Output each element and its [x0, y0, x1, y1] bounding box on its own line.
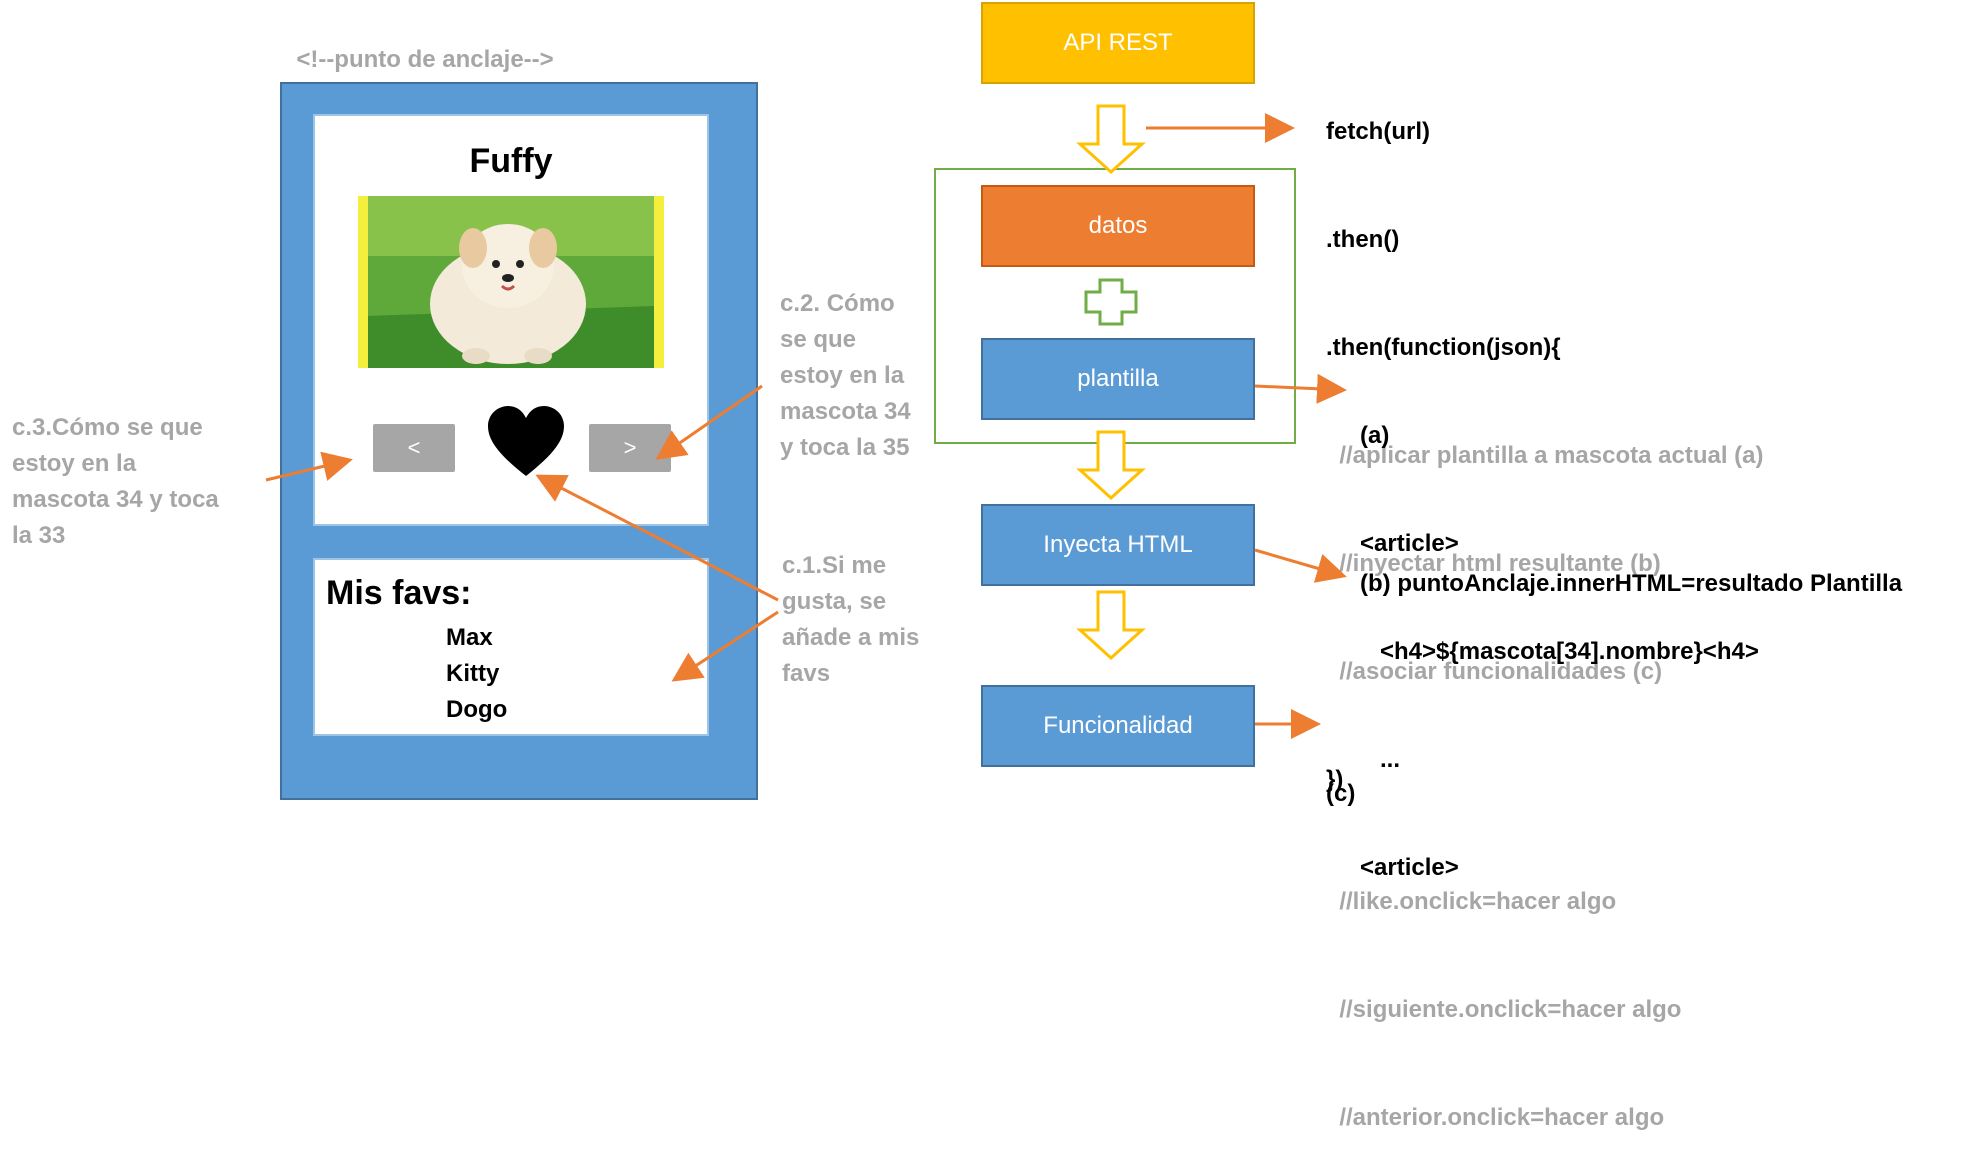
note-line: favs	[782, 660, 831, 687]
inject-code: (b) puntoAnclaje.innerHTML=resultado Pla…	[1360, 570, 1903, 597]
plus-icon	[1084, 278, 1138, 326]
note-c2: c.2. Cómo se que estoy en la mascota 34 …	[780, 286, 911, 466]
fetch-code: fetch(url) .then() .then(function(json){…	[1326, 42, 1764, 834]
note-line: c.1.Si me	[782, 552, 887, 579]
plantilla-box: plantilla	[981, 338, 1255, 420]
heart-icon[interactable]	[488, 406, 564, 478]
code-line: <h4>${mascota[34].nombre}<h4>	[1360, 638, 1759, 665]
code-line: (a)	[1360, 422, 1390, 449]
note-line: añade a mis	[782, 624, 920, 651]
arrow-to-favs	[671, 610, 779, 682]
arrow-to-template	[1254, 373, 1347, 404]
code-line: <article>	[1360, 530, 1459, 557]
down-arrow	[1076, 590, 1146, 661]
inject-html-box: Inyecta HTML	[981, 504, 1255, 586]
favorites-panel	[313, 558, 709, 736]
funcionalidad-box: Funcionalidad	[981, 685, 1255, 767]
note-line: mascota 34 y toca	[12, 486, 219, 513]
code-comment: //anterior.onclick=hacer algo	[1326, 1104, 1665, 1131]
down-arrow	[1076, 430, 1146, 501]
note-line: estoy en la	[12, 450, 137, 477]
note-line: y toca la 35	[780, 434, 910, 461]
arrow-to-inject	[1254, 548, 1347, 583]
code-comment: //aplicar plantilla a mascota actual (a)	[1326, 442, 1764, 469]
datos-box: datos	[981, 185, 1255, 267]
note-line: c.2. Cómo	[780, 290, 895, 317]
down-arrow	[1076, 104, 1146, 175]
code-comment: //like.onclick=hacer algo	[1326, 888, 1617, 915]
pet-name: Fuffy	[469, 142, 553, 180]
note-line: c.3.Cómo se que	[12, 414, 203, 441]
favorites-title: Mis favs:	[326, 574, 472, 612]
note-line: la 33	[12, 522, 66, 549]
note-line: se que	[780, 326, 857, 353]
pet-photo	[358, 196, 664, 368]
code-line: (c)	[1326, 780, 1356, 807]
note-c1: c.1.Si me gusta, se añade a mis favs	[782, 548, 919, 692]
connectors	[265, 104, 1347, 739]
code-line: ...	[1360, 746, 1401, 773]
arrow-to-next	[655, 384, 763, 460]
favorite-item: Kitty	[446, 660, 500, 687]
note-line: estoy en la	[780, 362, 905, 389]
previous-button[interactable]: <	[373, 424, 455, 472]
favorite-item: Max	[446, 624, 493, 651]
arrow-to-like	[535, 474, 779, 602]
code-line: })	[1326, 766, 1344, 793]
note-c3: c.3.Cómo se que estoy en la mascota 34 y…	[12, 410, 219, 554]
code-comment: //asociar funcionalidades (c)	[1326, 658, 1663, 685]
code-line: .then(function(json){	[1326, 334, 1561, 361]
code-line: .then()	[1326, 226, 1400, 253]
code-line: fetch(url)	[1326, 118, 1430, 145]
code-comment: //inyectar html resultante (b)	[1326, 550, 1661, 577]
favorite-item: Dogo	[446, 696, 508, 723]
anchor-comment: <!--punto de anclaje-->	[296, 46, 554, 73]
code-comment: //siguiente.onclick=hacer algo	[1326, 996, 1682, 1023]
arrow-to-prev	[265, 451, 353, 482]
note-line: gusta, se	[782, 588, 887, 615]
api-rest-box: API REST	[981, 2, 1255, 84]
note-line: mascota 34	[780, 398, 911, 425]
